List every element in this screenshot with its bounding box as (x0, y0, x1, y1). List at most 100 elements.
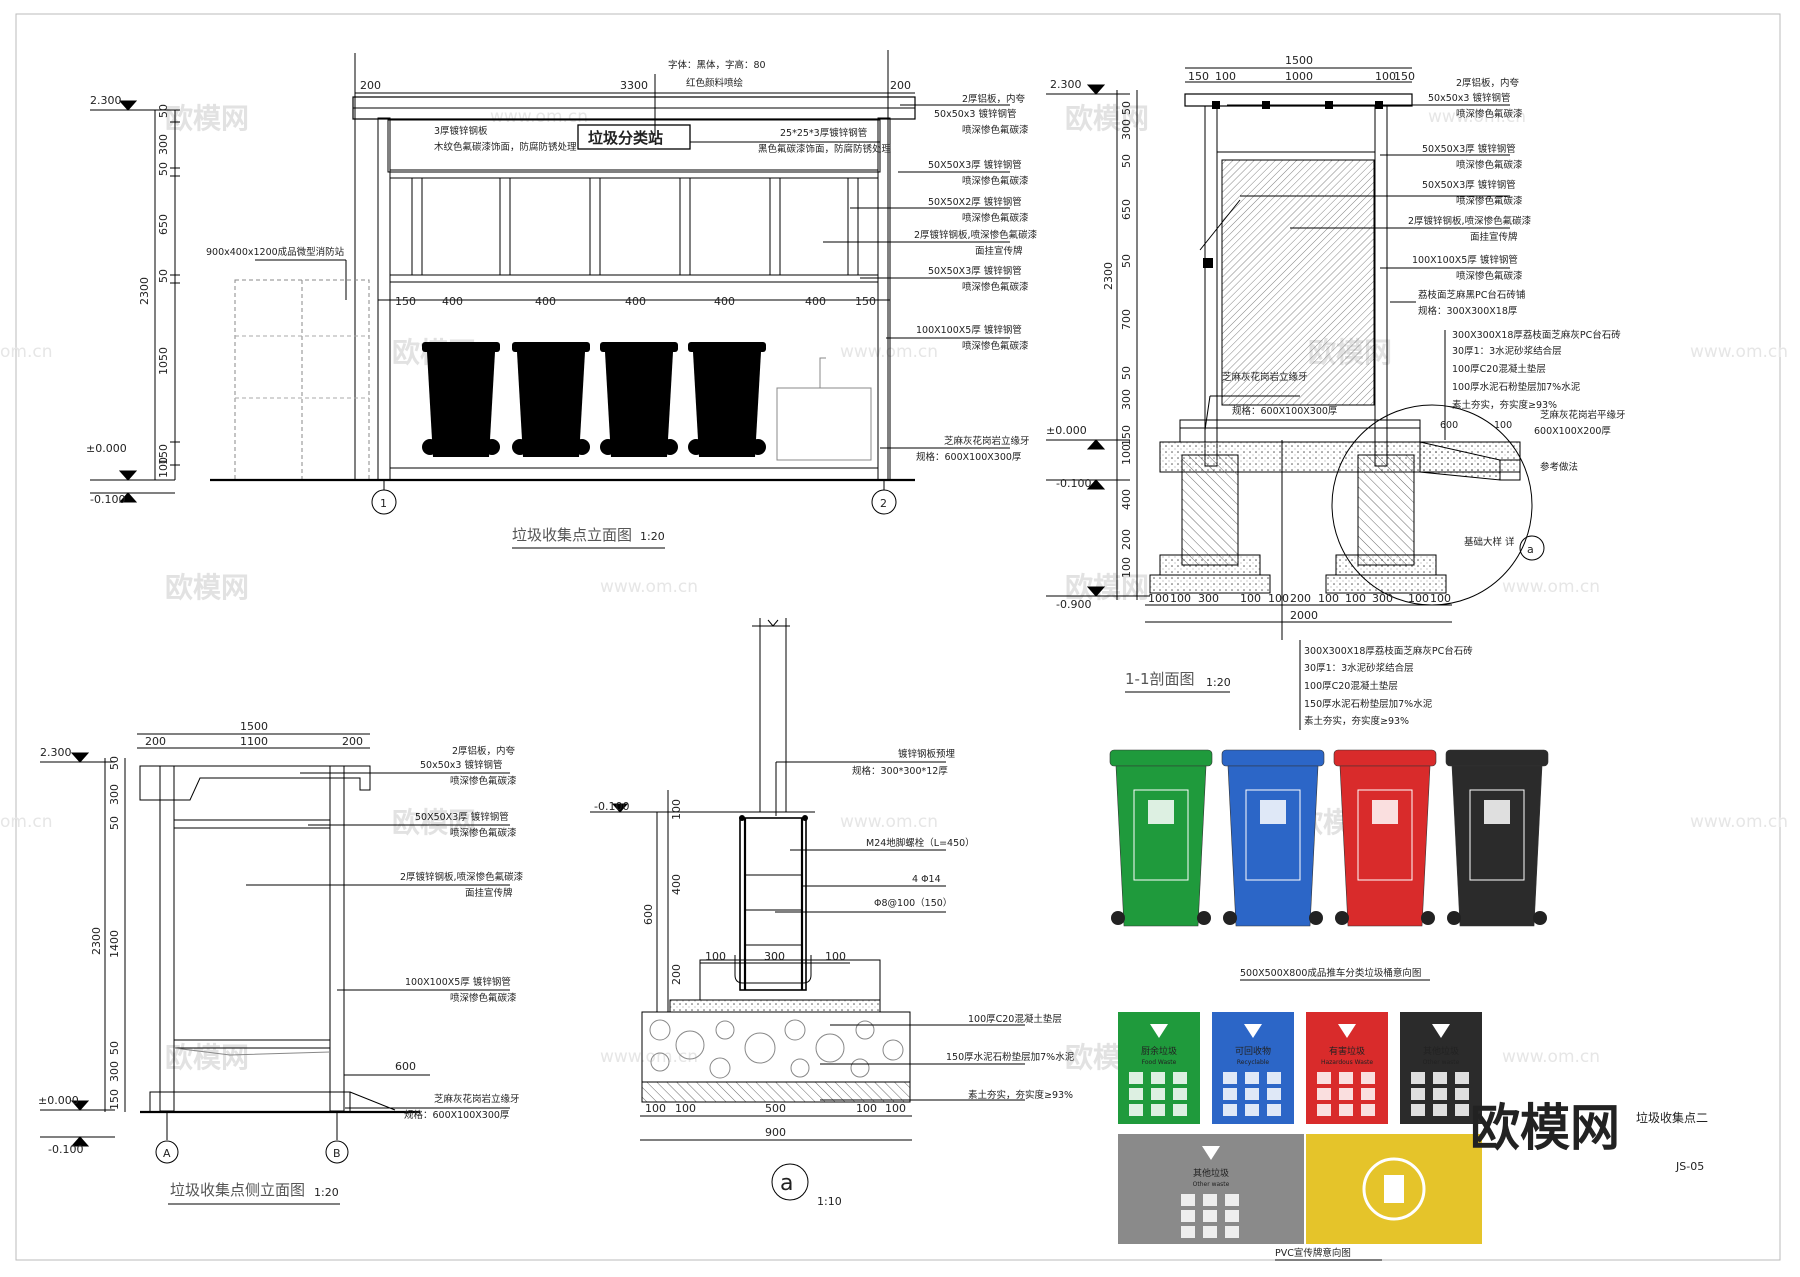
front-bins (422, 342, 766, 457)
recycle-icon (1432, 1024, 1450, 1038)
svg-text:4 Φ14: 4 Φ14 (912, 874, 941, 885)
side-elevation-title: 垃圾收集点侧立面图 (170, 1181, 305, 1199)
pvc-sign-title: 其他垃圾 (1423, 1045, 1459, 1057)
svg-text:200: 200 (145, 735, 166, 748)
svg-text:600X100X200厚: 600X100X200厚 (1534, 426, 1611, 437)
svg-text:黑色氟碳漆饰面，防腐防锈处理: 黑色氟碳漆饰面，防腐防锈处理 (758, 143, 892, 155)
section-title: 1-1剖面图 (1125, 670, 1195, 688)
svg-text:规格：600X100X300厚: 规格：600X100X300厚 (404, 1109, 510, 1121)
svg-text:www.om.cn: www.om.cn (1502, 1047, 1600, 1067)
svg-text:www.om.cn: www.om.cn (840, 812, 938, 832)
svg-text:3厚镀锌钢板: 3厚镀锌钢板 (434, 125, 488, 137)
svg-text:900x400x1200成品微型消防站: 900x400x1200成品微型消防站 (206, 246, 345, 258)
svg-text:300: 300 (764, 950, 785, 963)
svg-text:-0.900: -0.900 (1056, 598, 1091, 611)
svg-text:欧模网: 欧模网 (165, 1041, 249, 1074)
svg-text:600: 600 (395, 1060, 416, 1073)
svg-text:喷深惨色氟碳漆: 喷深惨色氟碳漆 (962, 212, 1029, 224)
svg-text:喷深惨色氟碳漆: 喷深惨色氟碳漆 (962, 124, 1029, 136)
sheet-name: 垃圾收集点二 (1636, 1110, 1708, 1125)
pvc-sign-title: 可回收物 (1235, 1045, 1271, 1057)
svg-text:2厚铝板，内夸: 2厚铝板，内夸 (452, 745, 516, 757)
svg-text:100: 100 (825, 950, 846, 963)
svg-text:-0.100: -0.100 (48, 1143, 83, 1156)
svg-text:www.om.cn: www.om.cn (490, 107, 588, 127)
svg-text:400: 400 (805, 295, 826, 308)
svg-text:700: 700 (1120, 309, 1133, 330)
svg-text:素土夯实，夯实度≥93%: 素土夯实，夯实度≥93% (968, 1089, 1073, 1101)
svg-text:100X100X5厚 镀锌钢管: 100X100X5厚 镀锌钢管 (405, 976, 511, 988)
svg-text:50: 50 (157, 104, 170, 118)
svg-text:2.300: 2.300 (90, 94, 122, 107)
svg-text:1400: 1400 (108, 930, 121, 958)
svg-text:-0.100: -0.100 (90, 493, 125, 506)
svg-text:M24地脚螺栓（L=450）: M24地脚螺栓（L=450） (866, 837, 975, 849)
svg-text:3300: 3300 (620, 79, 648, 92)
axis-marker (325, 1140, 349, 1164)
svg-text:喷深惨色氟碳漆: 喷深惨色氟碳漆 (962, 340, 1029, 352)
svg-text:100厚C20混凝土垫层: 100厚C20混凝土垫层 (1452, 363, 1546, 375)
front-elevation: 2.300 ±0.000 -0.100 50 300 50 650 50 105… (86, 50, 1038, 549)
bin-silhouette (600, 342, 678, 457)
svg-text:50: 50 (108, 816, 121, 830)
bin-image (1445, 749, 1549, 927)
svg-text:300: 300 (1372, 592, 1393, 605)
svg-text:A: A (163, 1147, 171, 1160)
svg-text:200: 200 (342, 735, 363, 748)
svg-text:50X50X3厚 镀锌钢管: 50X50X3厚 镀锌钢管 (1422, 179, 1516, 191)
svg-text:400: 400 (442, 295, 463, 308)
pvc-sign-sub: Recyclable (1237, 1059, 1270, 1066)
svg-text:100: 100 (1268, 592, 1289, 605)
svg-text:50X50X2厚 镀锌钢管: 50X50X2厚 镀锌钢管 (928, 196, 1022, 208)
svg-text:100: 100 (856, 1102, 877, 1115)
svg-text:参考做法: 参考做法 (1540, 461, 1578, 473)
bin-symbol-icon (1260, 800, 1286, 824)
svg-text:2厚铝板，内夸: 2厚铝板，内夸 (962, 93, 1026, 105)
svg-text:B: B (333, 1147, 341, 1160)
bins-caption: 500X500X800成品推车分类垃圾桶意向图 (1240, 967, 1421, 979)
svg-text:Φ8@100（150）: Φ8@100（150） (874, 897, 952, 909)
svg-text:喷深惨色氟碳漆: 喷深惨色氟碳漆 (962, 175, 1029, 187)
svg-text:50X50X3厚 镀锌钢管: 50X50X3厚 镀锌钢管 (928, 159, 1022, 171)
svg-text:900: 900 (765, 1126, 786, 1139)
svg-text:1:10: 1:10 (817, 1195, 842, 1208)
svg-text:500: 500 (765, 1102, 786, 1115)
svg-text:200: 200 (670, 964, 683, 985)
svg-text:喷深惨色氟碳漆: 喷深惨色氟碳漆 (450, 827, 517, 839)
svg-text:150: 150 (1188, 70, 1209, 83)
svg-text:镀锌钢板预埋: 镀锌钢板预埋 (898, 748, 956, 760)
svg-text:150: 150 (157, 444, 170, 465)
svg-text:100: 100 (670, 799, 683, 820)
svg-text:150: 150 (108, 1089, 121, 1110)
svg-text:100厚水泥石粉垫层加7%水泥: 100厚水泥石粉垫层加7%水泥 (1452, 381, 1581, 393)
svg-text:100: 100 (1408, 592, 1429, 605)
recycle-icon (1244, 1024, 1262, 1038)
pvc-sign-sub: Hazardous Waste (1321, 1059, 1373, 1066)
svg-text:2.300: 2.300 (1050, 78, 1082, 91)
svg-text:650: 650 (1120, 199, 1133, 220)
svg-text:喷深惨色氟碳漆: 喷深惨色氟碳漆 (1456, 159, 1523, 171)
svg-text:300: 300 (1120, 119, 1133, 140)
bin-image (1109, 749, 1213, 927)
svg-text:30厚1：3水泥砂浆结合层: 30厚1：3水泥砂浆结合层 (1452, 345, 1562, 357)
svg-text:100: 100 (1430, 592, 1451, 605)
recycle-icon (1202, 1146, 1220, 1160)
svg-text:2000: 2000 (1290, 609, 1318, 622)
bin-symbol-icon (1148, 800, 1174, 824)
svg-text:50x50x3 镀锌钢管: 50x50x3 镀锌钢管 (934, 108, 1017, 120)
svg-text:50: 50 (157, 269, 170, 283)
svg-text:红色颜料喷绘: 红色颜料喷绘 (686, 77, 744, 89)
svg-text:200: 200 (1120, 529, 1133, 550)
svg-text:字体：黑体，字高：80: 字体：黑体，字高：80 (668, 59, 766, 71)
station-sign-text: 垃圾分类站 (588, 129, 663, 147)
svg-text:喷深惨色氟碳漆: 喷深惨色氟碳漆 (450, 775, 517, 787)
svg-text:50: 50 (1120, 101, 1133, 115)
svg-text:规格：300*300*12厚: 规格：300*300*12厚 (852, 765, 948, 777)
svg-text:欧模网: 欧模网 (165, 102, 249, 135)
bin-symbol-icon (1484, 800, 1510, 824)
svg-text:50: 50 (108, 756, 121, 770)
svg-text:2300: 2300 (1102, 262, 1115, 290)
